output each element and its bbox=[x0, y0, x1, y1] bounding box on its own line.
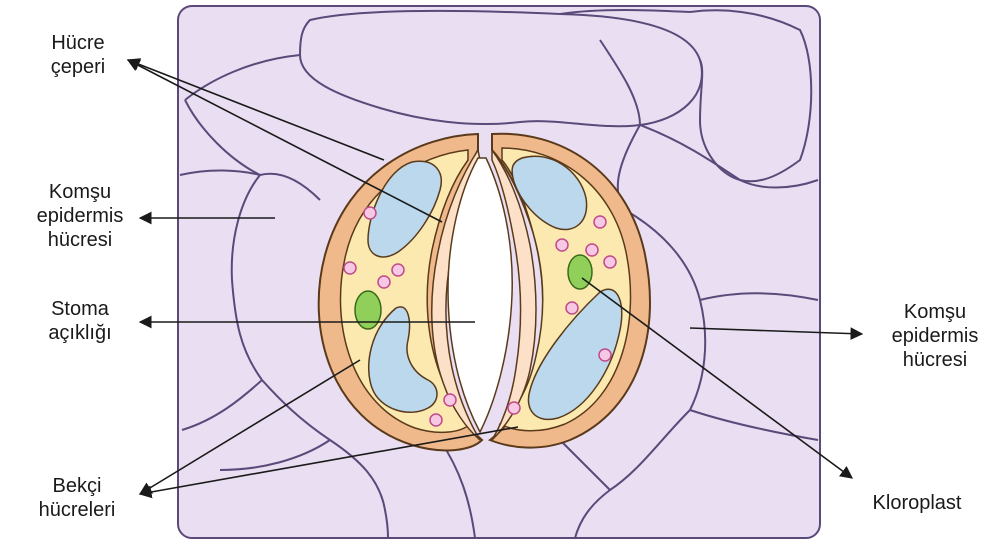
chloroplast bbox=[568, 255, 592, 289]
label-chloroplast: Kloroplast bbox=[852, 491, 982, 515]
label-guard-cells: Bekçi hücreleri bbox=[22, 474, 132, 522]
chloroplast bbox=[355, 291, 381, 329]
label-neighbor-epidermis-left: Komşu epidermis hücresi bbox=[20, 180, 140, 252]
label-stoma-opening: Stoma açıklığı bbox=[30, 297, 130, 345]
label-neighbor-epidermis-right: Komşu epidermis hücresi bbox=[872, 300, 998, 372]
label-cell-wall: Hücre çeperi bbox=[32, 31, 124, 79]
